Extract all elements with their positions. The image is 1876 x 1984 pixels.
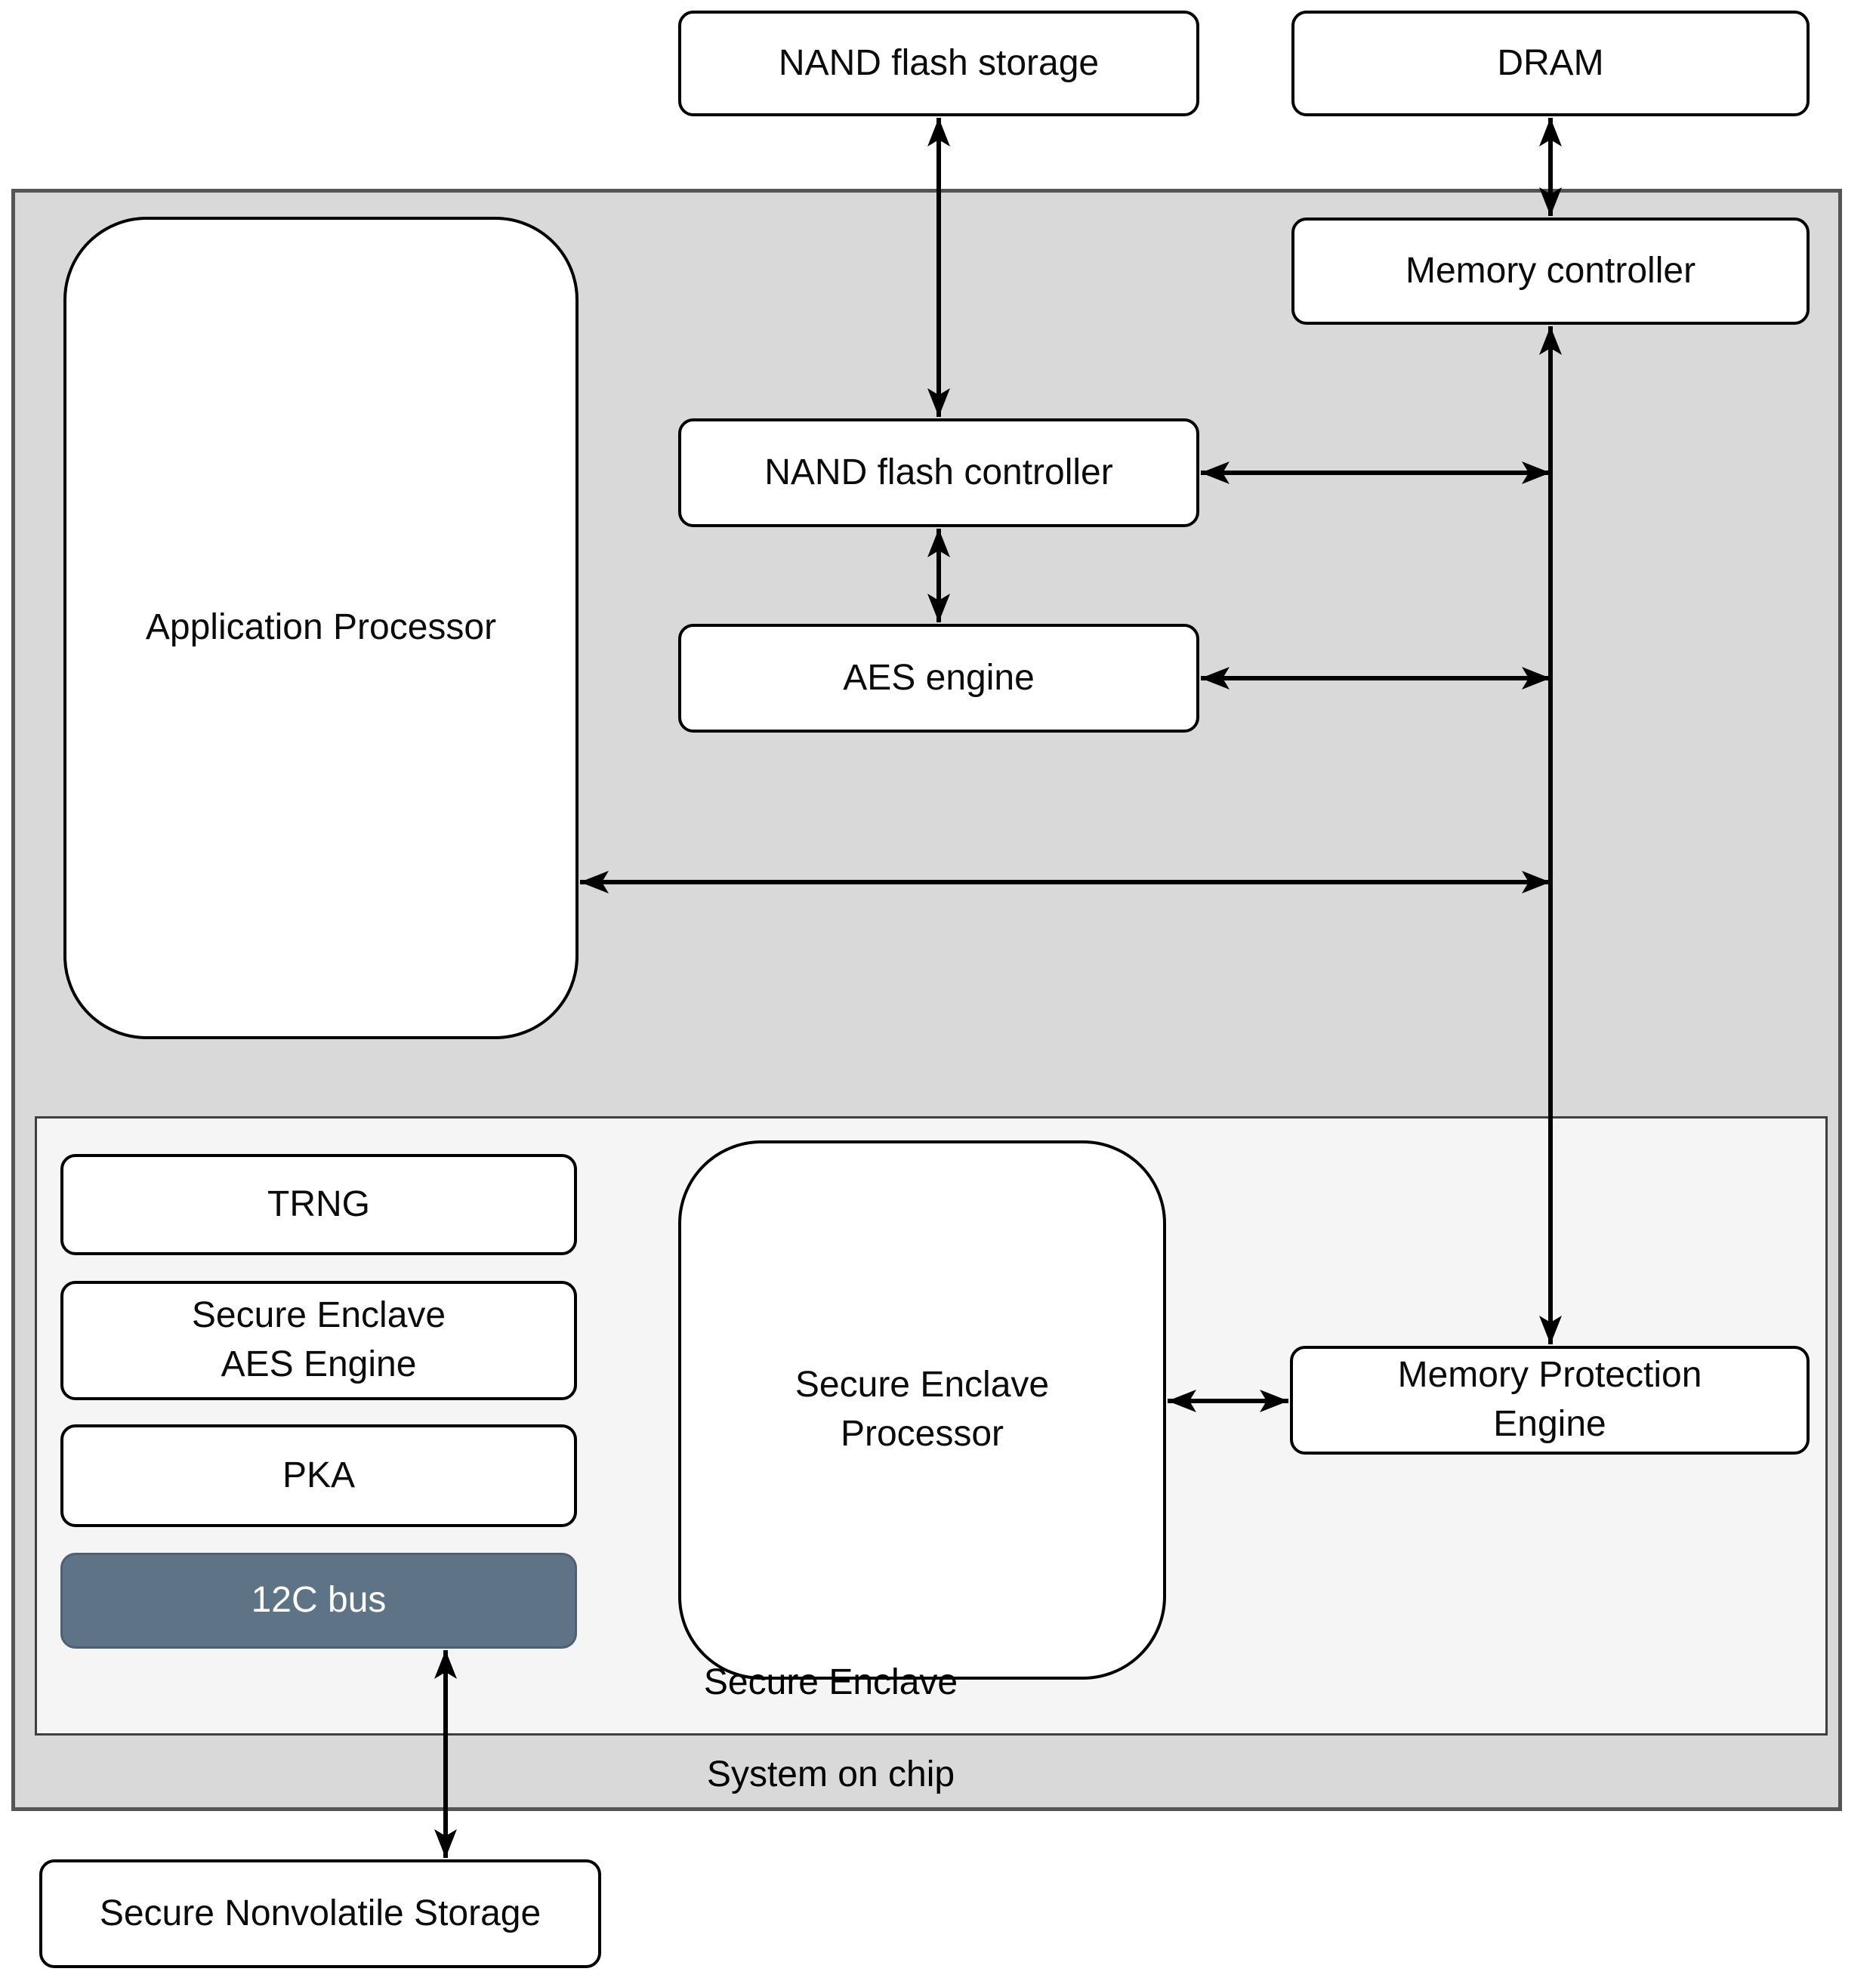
node-trng: TRNG — [60, 1154, 577, 1255]
node-pka: PKA — [60, 1424, 577, 1527]
node-nand-flash-storage: NAND flash storage — [678, 11, 1199, 116]
node-secure-enclave-aes-engine: Secure Enclave AES Engine — [60, 1281, 577, 1400]
node-dram: DRAM — [1291, 11, 1810, 116]
system-on-chip-caption: System on chip — [706, 1754, 955, 1794]
node-memory-controller: Memory controller — [1291, 218, 1810, 325]
node-secure-enclave-processor: Secure Enclave Processor — [678, 1140, 1166, 1680]
node-aes-engine: AES engine — [678, 624, 1199, 733]
secure-enclave-caption: Secure Enclave — [703, 1662, 958, 1702]
node-i2c-bus: 12C bus — [60, 1553, 577, 1649]
node-secure-nonvolatile-storage: Secure Nonvolatile Storage — [39, 1859, 601, 1968]
node-application-processor: Application Processor — [63, 217, 579, 1039]
node-memory-protection-engine: Memory Protection Engine — [1290, 1346, 1810, 1455]
node-nand-flash-controller: NAND flash controller — [678, 418, 1199, 527]
